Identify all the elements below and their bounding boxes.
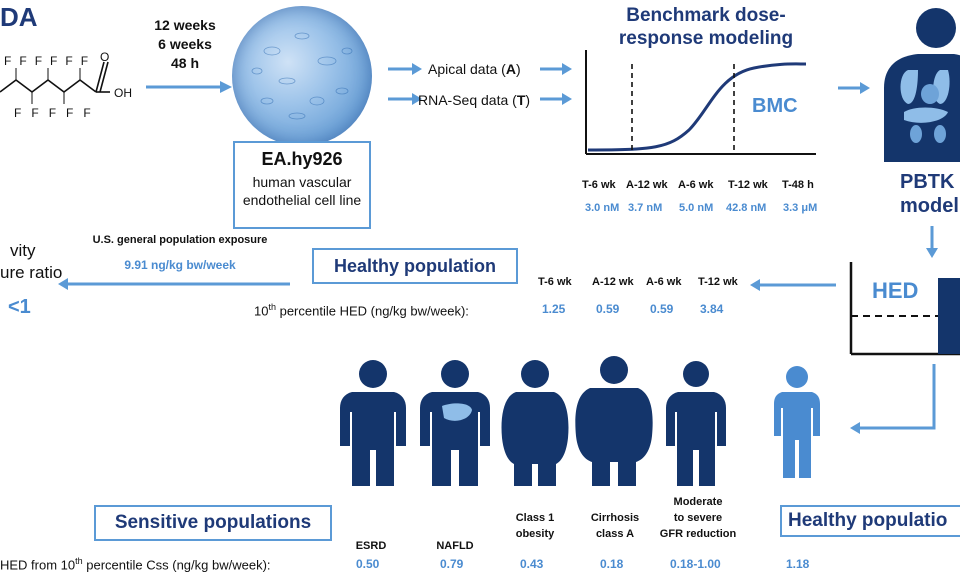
group-label-gfr: Moderate to severe GFR reduction — [659, 496, 737, 540]
healthy-hed-label: 10th percentile HED (ng/kg bw/week): — [254, 302, 469, 319]
us-exposure-value: 9.91 ng/kg bw/week — [124, 258, 236, 272]
arrows-to-data — [388, 63, 422, 105]
cell-culture-image — [232, 6, 372, 146]
group-label-cirrhosis: Cirrhosis class A — [590, 512, 640, 540]
dose-response-chart — [585, 50, 816, 155]
group-label-nafld: NAFLD — [436, 540, 474, 552]
group-label-esrd: ESRD — [355, 540, 387, 552]
hed-chart — [849, 262, 960, 356]
cell-line-name: EA.hy926 — [261, 149, 343, 169]
pbtk-label: PBTK modeling — [900, 171, 960, 217]
gfr-person-icon — [666, 361, 726, 486]
arrow-to-cells — [146, 81, 232, 93]
arrow-to-bottom-healthy — [850, 364, 936, 434]
fluorine-row-top: FFFFFF — [4, 54, 97, 68]
oxygen-label: O — [100, 50, 110, 64]
css-hed-label: HED from 10th percentile Css (ng/kg bw/w… — [0, 556, 271, 573]
bmc-label: BMC — [752, 95, 798, 117]
cell-line-desc-2: endothelial cell line — [242, 192, 362, 208]
cell-line-box: EA.hy926 human vascular endothelial cell… — [233, 141, 371, 229]
fluorine-row-bottom: FFFFF — [14, 106, 101, 120]
bmd-title: Benchmark dose- response modeling — [618, 5, 794, 49]
healthy-population-box: Healthy population — [312, 248, 518, 284]
sensitive-populations-box: Sensitive populations — [94, 505, 332, 541]
cell-texture — [251, 32, 353, 120]
nafld-person-icon — [420, 360, 490, 486]
rnaseq-data-label: RNA-Seq data (T) — [418, 92, 531, 108]
hed-chart-label: HED — [872, 278, 919, 303]
arrow-to-hed — [926, 226, 938, 258]
cell-line-desc-1: human vascular — [252, 174, 352, 190]
esrd-person-icon — [340, 360, 406, 486]
ratio-label: vity ure ratio — [0, 241, 63, 282]
body-organs-icon — [884, 8, 960, 162]
obesity-person-icon — [501, 360, 569, 486]
us-exposure-title: U.S. general population exposure — [92, 234, 268, 246]
exposure-durations: 12 weeks 6 weeks 48 h — [154, 17, 216, 71]
hydroxyl-label: OH — [114, 86, 132, 100]
arrow-to-healthy-table — [750, 279, 836, 291]
cirrhosis-person-icon — [575, 356, 653, 486]
arrow-to-pbtk — [838, 82, 870, 94]
chemical-title: DA — [0, 2, 38, 32]
healthy-person-icon — [774, 366, 820, 478]
group-label-obesity: Class 1 obesity — [515, 512, 555, 540]
healthy-population-box-bottom: Healthy populatio — [780, 505, 960, 537]
chemical-structure — [0, 61, 110, 104]
ratio-value: <1 — [8, 296, 31, 318]
apical-data-label: Apical data (A) — [428, 61, 521, 77]
arrow-to-ratio — [58, 278, 290, 290]
arrows-to-bmd — [540, 63, 572, 105]
